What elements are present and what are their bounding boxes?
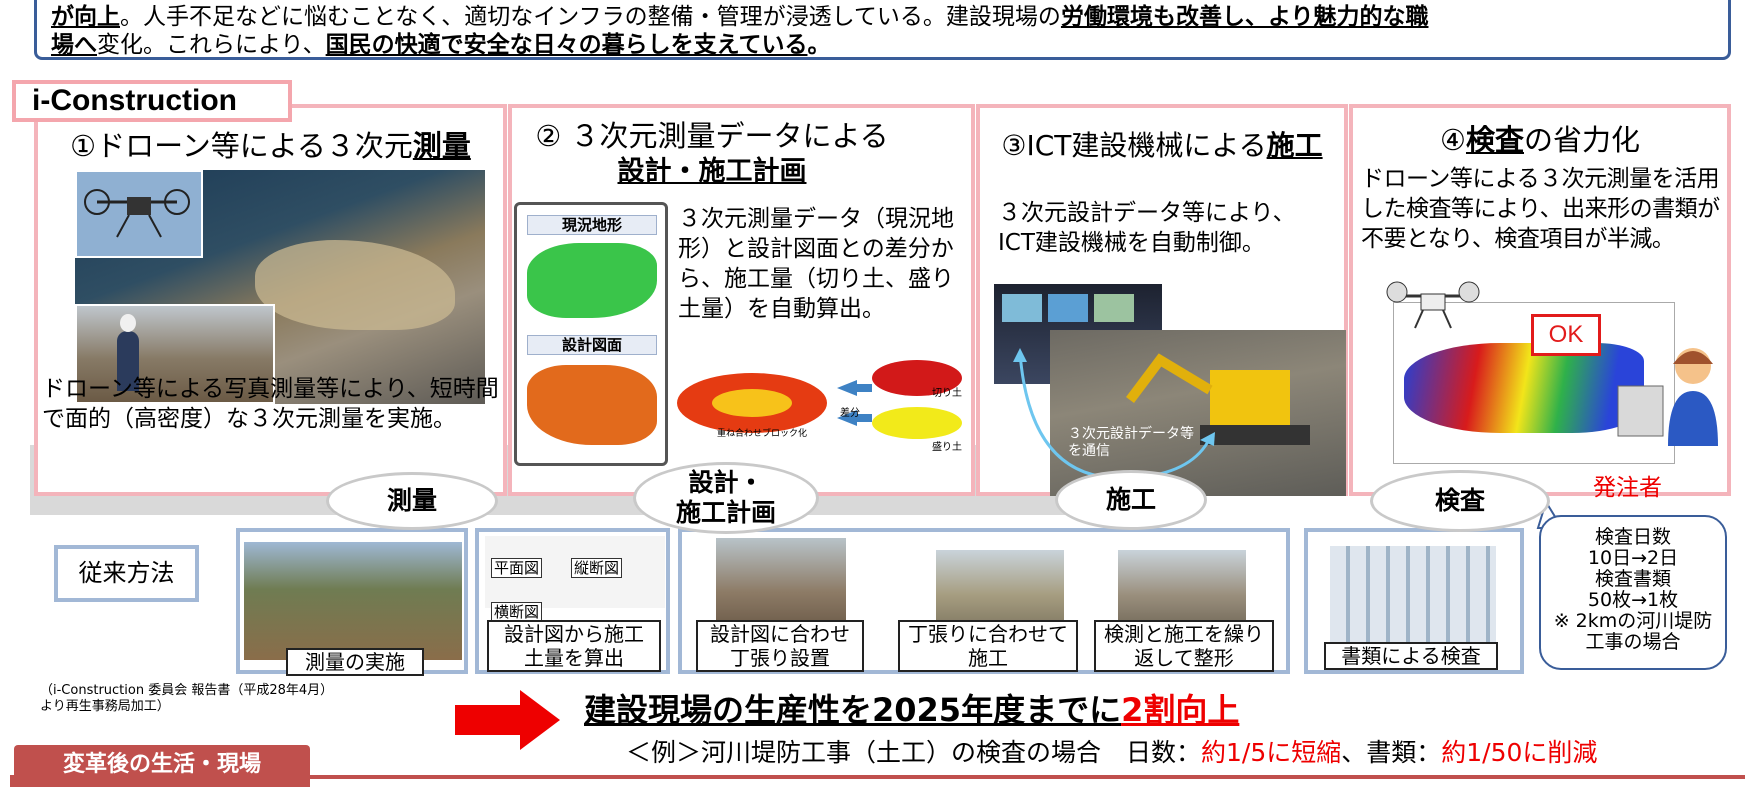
example-emph-2: 約1/50に削減 — [1441, 738, 1598, 767]
summary-banner: が向上。人手不足などに悩むことなく、適切なインフラの整備・管理が浸透している。建… — [34, 0, 1731, 60]
excavator-photo — [1050, 330, 1346, 496]
label-profile: 縦断図 — [571, 558, 623, 578]
panel-construction-title-emph: 施工 — [1266, 129, 1323, 162]
panel-design: ② ３次元測量データによる 設計・施工計画 現況地形 設計図面 ３次元測量データ… — [508, 104, 975, 496]
panel-survey-title-emph: 測量 — [412, 129, 471, 163]
legacy-inspection-frame: 書類による検査 — [1304, 528, 1524, 674]
panel-inspection-title-emph: 検査 — [1465, 123, 1524, 157]
caption-reshape: 検測と施工を繰り 返して整形 — [1094, 620, 1274, 672]
label-design-drawing: 設計図面 — [527, 335, 657, 355]
legacy-construction-frame: 設計図に合わせ 丁張り設置 丁張りに合わせて 施工 検測と施工を繰り 返して整形 — [678, 528, 1290, 674]
footer-tab: 変革後の生活・現場 — [14, 745, 310, 787]
ok-badge: OK — [1531, 314, 1601, 356]
example-text-2: 、書類： — [1341, 738, 1442, 767]
staking-photo — [716, 538, 846, 628]
banner-text-1: 。人手不足などに悩むことなく、適切なインフラの整備・管理が浸透している。建設現場… — [120, 4, 1061, 30]
panel-design-text: ３次元測量データ（現況地形）と設計図面との差分から、施工量（切り土、盛り土量）を… — [678, 206, 954, 322]
inspection-callout: 検査日数 10日→2日 検査書類 50枚→1枚 ※ 2kmの河川堤防 工事の場合 — [1539, 515, 1727, 670]
banner-text-2: 変化。これらにより、 — [97, 32, 326, 58]
panel-inspection-title-num: ④ — [1439, 123, 1466, 157]
caption-survey: 測量の実施 — [286, 648, 424, 676]
operator-photo — [75, 304, 275, 404]
panel-inspection-text: ドローン等による３次元測量を活用した検査等により、出来形の書類が不要となり、検査… — [1361, 166, 1720, 252]
red-arrow-icon — [455, 690, 560, 750]
label-cross-section: 横断図 — [491, 602, 543, 622]
banner-emph-3: 場へ — [51, 32, 97, 58]
legacy-survey-frame: 測量の実施 — [236, 528, 468, 676]
headline-emph: 2割向上 — [1121, 691, 1240, 729]
drone-survey-photo — [75, 170, 485, 404]
grader-photo — [936, 550, 1064, 632]
headline-text: 建設現場の生産性を2025年度までに — [584, 691, 1122, 729]
legacy-survey-photo — [244, 542, 462, 660]
current-terrain-model — [527, 243, 657, 318]
legacy-label: 従来方法 — [54, 545, 199, 602]
cut-fill-diagram — [677, 360, 962, 439]
diagram-label-fill: 盛り土 — [932, 442, 962, 453]
panel-construction-text: ３次元設計データ等により、ICT建設機械を自動制御。 — [998, 200, 1296, 256]
panel-inspection-title: ④検査の省力化 — [1353, 122, 1727, 158]
drone-inset-photo — [75, 170, 203, 258]
step-design: 設計・ 施工計画 — [633, 462, 819, 534]
panel-survey-text: ドローン等による写真測量等により、短時間で面的（高密度）な３次元測量を実施。 — [42, 376, 499, 432]
excavator-icon — [1126, 353, 1310, 445]
shaping-photo — [1118, 550, 1246, 632]
panel-design-title-2: 設計・施工計画 — [617, 156, 807, 187]
label-current-terrain: 現況地形 — [527, 215, 657, 235]
panel-design-title-1: ② ３次元測量データによる — [535, 119, 889, 153]
banner-line-2: 場へ変化。これらにより、国民の快適で安全な日々の暮らしを支えている。 — [51, 31, 1714, 59]
i-construction-tag: i-Construction — [12, 80, 292, 122]
panel-construction-title: ③ICT建設機械による施工 — [980, 128, 1344, 164]
footer-rule — [10, 775, 1745, 787]
diagram-label-cut: 切り土 — [932, 388, 962, 399]
caption-construct: 丁張りに合わせて 施工 — [898, 620, 1078, 672]
drone-icon — [84, 189, 190, 238]
step-survey: 測量 — [326, 472, 498, 530]
communication-label: ３次元設計データ等 を通信 — [1068, 426, 1194, 459]
person-icon — [1617, 348, 1718, 446]
panel-survey-title: ①ドローン等による３次元測量 — [38, 128, 503, 164]
panel-survey: ①ドローン等による３次元測量 ドローン等による写真測量等により、短時間で面的（高… — [34, 104, 507, 496]
drone-icon — [1386, 281, 1480, 329]
step-construction: 施工 — [1055, 470, 1207, 530]
design-model — [527, 365, 657, 445]
example-text-1: ＜例＞河川堤防工事（土工）の検査の場合 日数： — [626, 738, 1202, 767]
example-emph-1: 約1/5に短縮 — [1201, 738, 1342, 767]
caption-doc-inspection: 書類による検査 — [1324, 642, 1498, 670]
panel-survey-title-text: ①ドローン等による３次元 — [70, 129, 413, 163]
banner-text-3: 。 — [807, 32, 831, 58]
panel-construction-title-text: ③ICT建設機械による — [1001, 129, 1267, 162]
panel-inspection: ④検査の省力化 ドローン等による３次元測量を活用した検査等により、出来形の書類が… — [1349, 104, 1731, 501]
client-label: 発注者 — [1593, 475, 1662, 501]
caption-staking: 設計図に合わせ 丁張り設置 — [696, 620, 864, 672]
example-line: ＜例＞河川堤防工事（土工）の検査の場合 日数：約1/5に短縮、書類：約1/50に… — [626, 738, 1597, 768]
diagram-label-overlay: 重ね合わせブロック化 — [717, 429, 808, 439]
documents-photo — [1330, 546, 1496, 644]
banner-emph-1: が向上 — [51, 4, 120, 30]
terrain-inset: 現況地形 設計図面 — [514, 202, 668, 466]
panel-inspection-title-text: の省力化 — [1524, 123, 1641, 157]
banner-emph-2: 労働環境も改善し、より魅力的な職 — [1060, 4, 1429, 30]
caption-calc-volume: 設計図から施工 土量を算出 — [487, 620, 661, 672]
label-plan: 平面図 — [491, 558, 543, 578]
source-note: （i-Construction 委員会 報告書（平成28年4月） より再生事務局… — [40, 683, 334, 714]
legacy-drawing-frame: 平面図 縦断図 横断図 設計図から施工 土量を算出 — [475, 528, 670, 674]
step-inspection: 検査 — [1370, 470, 1550, 532]
banner-line-1: が向上。人手不足などに悩むことなく、適切なインフラの整備・管理が浸透している。建… — [51, 3, 1714, 31]
diagram-label-diff: 差分 — [840, 408, 860, 419]
panel-construction: ③ICT建設機械による施工 ３次元設計データ等により、ICT建設機械を自動制御。… — [976, 104, 1348, 496]
banner-emph-4: 国民の快適で安全な日々の暮らしを支えている — [325, 32, 808, 58]
productivity-headline: 建設現場の生産性を2025年度までに2割向上 — [584, 690, 1239, 730]
